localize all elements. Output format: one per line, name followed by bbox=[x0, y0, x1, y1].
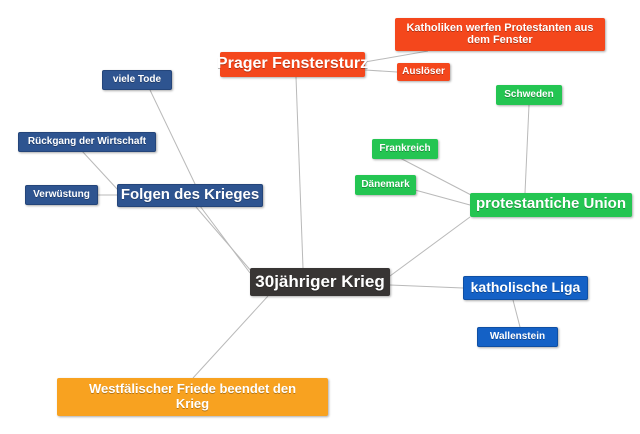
node-protestantiche-union[interactable]: protestantiche Union bbox=[470, 193, 632, 217]
node-ausloeser[interactable]: Auslöser bbox=[397, 63, 450, 81]
edge-fenstersturz-ausloeser bbox=[364, 69, 398, 73]
node-daenemark[interactable]: Dänemark bbox=[355, 175, 416, 195]
edge-protunion-frankreich bbox=[399, 157, 474, 197]
node-verwuestung[interactable]: Verwüstung bbox=[25, 185, 98, 205]
edge-root-protunion bbox=[389, 216, 471, 277]
edge-root-westfaelischer bbox=[192, 295, 269, 379]
node-root[interactable]: 30jähriger Krieg bbox=[250, 268, 390, 296]
node-katholische-liga[interactable]: katholische Liga bbox=[463, 276, 588, 300]
edge-fenstersturz-katholiken bbox=[364, 50, 429, 63]
node-schweden[interactable]: Schweden bbox=[496, 85, 562, 105]
node-viele-tode[interactable]: viele Tode bbox=[102, 70, 172, 90]
edge-decor-upper-left bbox=[195, 206, 253, 273]
edge-protunion-schweden bbox=[524, 104, 530, 194]
node-rueckgang-der-wirtschaft[interactable]: Rückgang der Wirtschaft bbox=[18, 132, 156, 152]
node-wallenstein[interactable]: Wallenstein bbox=[477, 327, 558, 347]
edge-kathliga-wallenstein bbox=[512, 299, 521, 328]
edge-folgen-vieletode bbox=[149, 89, 197, 187]
edge-protunion-daenemark bbox=[414, 189, 471, 206]
node-prager-fenstersturz[interactable]: Prager Fenstersturz bbox=[217, 52, 368, 77]
node-westfaelischer-friede[interactable]: Westfälischer Friede beendet den Krieg bbox=[57, 378, 328, 416]
edge-root-fenstersturz bbox=[295, 76, 304, 269]
edge-root-folgen bbox=[199, 205, 251, 274]
edge-root-kathliga bbox=[389, 284, 464, 289]
node-frankreich[interactable]: Frankreich bbox=[372, 139, 438, 159]
node-folgen-des-krieges[interactable]: Folgen des Krieges bbox=[117, 184, 263, 207]
edge-folgen-rueckgang bbox=[81, 150, 119, 191]
node-katholiken-werfen-protestanten[interactable]: Katholiken werfen Protestanten aus dem F… bbox=[395, 18, 605, 51]
